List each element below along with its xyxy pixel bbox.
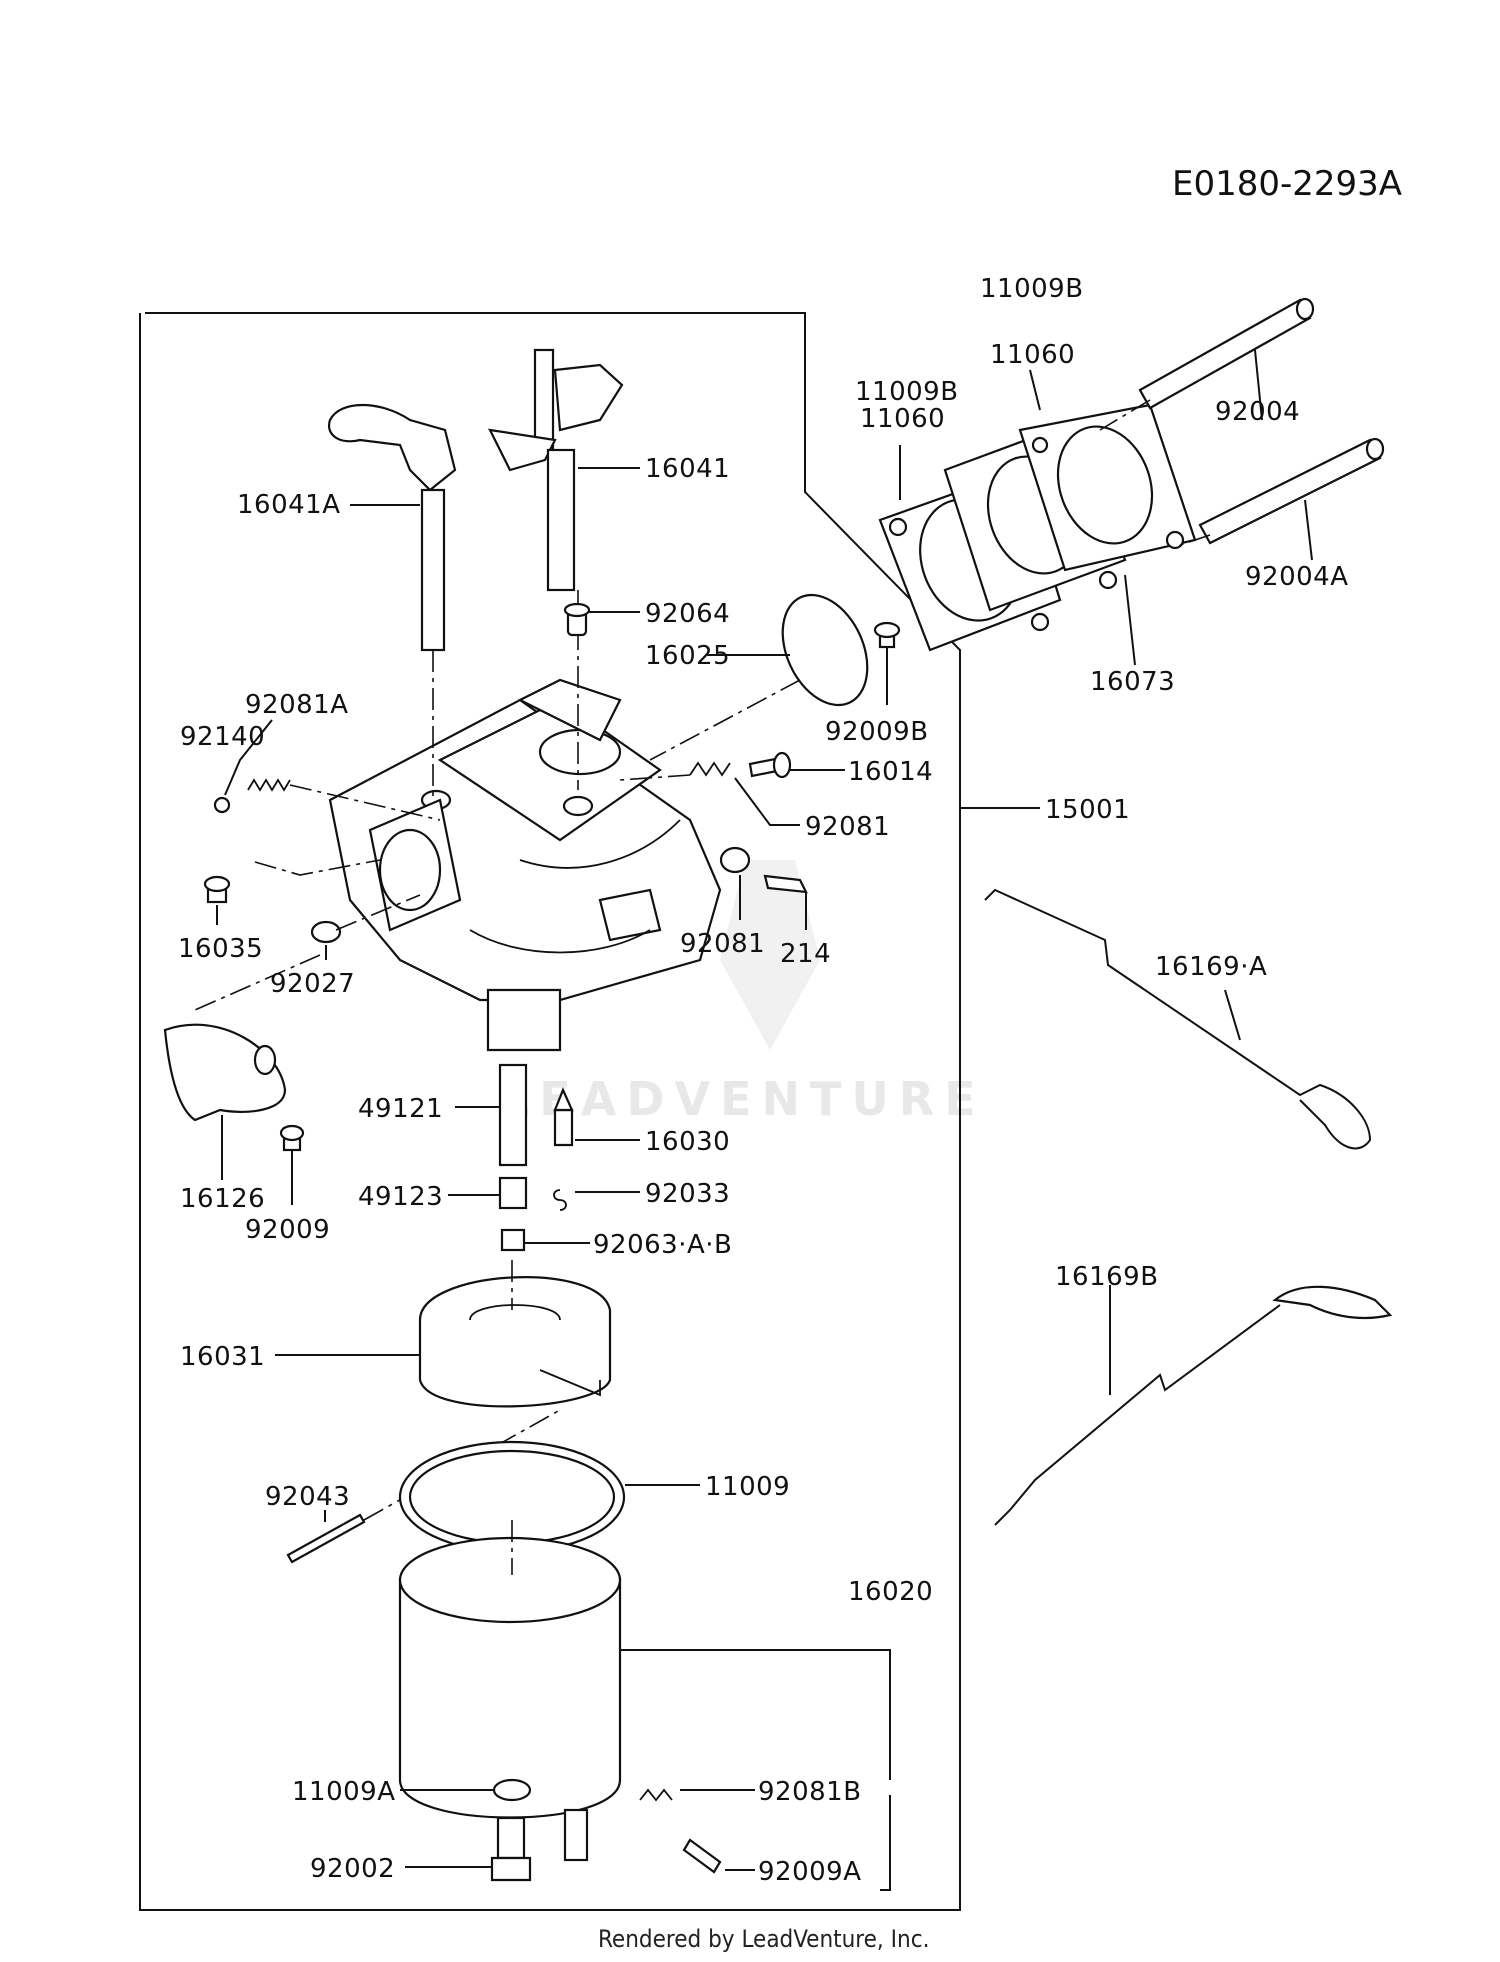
label-16169B: 16169B [1055, 1262, 1159, 1292]
label-92009B: 92009B [825, 717, 929, 747]
label-16126: 16126 [180, 1184, 265, 1214]
leader-92004A [1304, 499, 1313, 561]
part-92081-spring-top [689, 761, 731, 777]
label-11009A: 11009A [292, 1777, 396, 1807]
part-16020-bowl [398, 1536, 622, 1862]
label-16041: 16041 [645, 454, 730, 484]
label-92002: 92002 [310, 1854, 395, 1884]
part-92140-ball [213, 796, 231, 814]
part-92081B-spring [639, 1788, 673, 1802]
label-92027: 92027 [270, 969, 355, 999]
leader-11009B-b [1029, 369, 1041, 411]
part-92004A-stud [1198, 437, 1385, 545]
part-92064-screw [563, 602, 591, 637]
label-92009A: 92009A [758, 1857, 862, 1887]
label-16030: 16030 [645, 1127, 730, 1157]
label-92081B: 92081B [758, 1777, 862, 1807]
label-92081-mid: 92081 [680, 929, 765, 959]
part-16041A-lever [327, 403, 457, 800]
label-92140: 92140 [180, 722, 265, 752]
part-16031-float [418, 1276, 612, 1408]
label-49123: 49123 [358, 1182, 443, 1212]
part-92009-screw [279, 1124, 305, 1152]
label-11009B-top: 11009B [980, 274, 1084, 304]
label-16031: 16031 [180, 1342, 265, 1372]
part-49121-tube [498, 1063, 528, 1167]
label-92033: 92033 [645, 1179, 730, 1209]
part-16169B-rod [994, 1285, 1393, 1526]
part-92004-stud [1138, 297, 1315, 410]
footer-credit: Rendered by LeadVenture, Inc. [598, 1925, 929, 1953]
leader-92140 [224, 719, 273, 796]
part-49123-jet [498, 1176, 528, 1210]
leader-92081-top [734, 777, 800, 826]
part-16014-screw [748, 751, 792, 779]
assembly-frame [139, 312, 961, 1911]
leader-16073 [1124, 574, 1136, 666]
label-92081A: 92081A [245, 690, 349, 720]
part-92009A-screw [682, 1838, 722, 1874]
label-16035: 16035 [178, 934, 263, 964]
label-92063AB: 92063·A·B [593, 1230, 732, 1260]
label-92064: 92064 [645, 599, 730, 629]
label-11060-left: 11060 [860, 404, 945, 434]
part-16035-screw [203, 875, 231, 904]
part-92027-collar [310, 920, 342, 944]
part-92033-clip [553, 1189, 567, 1211]
part-16025-plate [649, 593, 869, 761]
part-16169A-rod [984, 888, 1372, 1150]
label-92081-top: 92081 [805, 812, 890, 842]
part-16126-plate [163, 1023, 287, 1122]
label-92004A: 92004A [1245, 562, 1349, 592]
label-16020: 16020 [848, 1577, 933, 1607]
label-49121: 49121 [358, 1094, 443, 1124]
part-92081A-spring [247, 778, 291, 792]
part-92081-spring-mid [719, 846, 751, 874]
carburetor-body [328, 678, 722, 1052]
label-214: 214 [780, 939, 831, 969]
label-16073: 16073 [1090, 667, 1175, 697]
leader-16169A [1224, 989, 1241, 1041]
part-92043-pin [286, 1409, 561, 1564]
part-92063-main-jet [500, 1228, 526, 1252]
label-92004: 92004 [1215, 397, 1300, 427]
part-92002-bolt [490, 1816, 532, 1882]
leader-92004 [1254, 349, 1263, 421]
leader-16020 [620, 1649, 891, 1891]
watermark-text: LEADVENTURE [500, 1072, 986, 1126]
part-16041-lever [488, 348, 624, 790]
label-16041A: 16041A [237, 490, 341, 520]
diagram-code: E0180-2293A [1172, 164, 1402, 204]
label-92043: 92043 [265, 1482, 350, 1512]
label-16169A: 16169·A [1155, 952, 1267, 982]
label-11009B-left: 11009B [855, 377, 959, 407]
label-16014: 16014 [848, 757, 933, 787]
watermark: LEADVENTURE [500, 860, 986, 1126]
label-11009: 11009 [705, 1472, 790, 1502]
label-92009: 92009 [245, 1215, 330, 1245]
label-11060-top: 11060 [990, 340, 1075, 370]
part-11009A-washer [492, 1778, 532, 1802]
label-15001: 15001 [1045, 795, 1130, 825]
part-16030-needle [553, 1087, 574, 1147]
part-11009B-gasket-b [1018, 403, 1197, 572]
label-16025: 16025 [645, 641, 730, 671]
part-92009B-screw [873, 621, 901, 649]
